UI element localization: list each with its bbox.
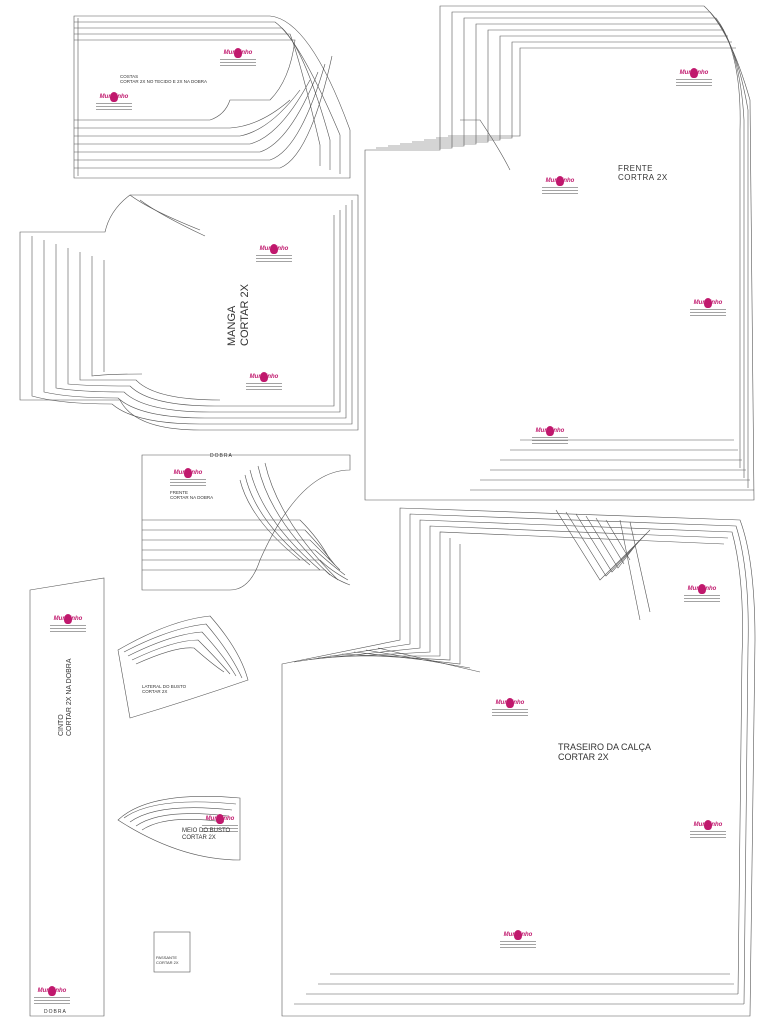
frente-top-label-line2: CORTAR NA DOBRA bbox=[170, 495, 214, 501]
costas-piece bbox=[73, 15, 351, 179]
brand-text: Mundinho bbox=[503, 932, 533, 938]
frente-pants-label-line2: CORTRA 2X bbox=[618, 173, 668, 183]
meio-label-line1: MEIO DO BUSTO bbox=[182, 828, 231, 834]
frente-top-dobra: DOBRA bbox=[210, 453, 233, 460]
lateral-label-line2: CORTAR 2X bbox=[142, 689, 168, 695]
brand-logo: Mundinho bbox=[688, 818, 728, 840]
brand-text: Mundinho bbox=[495, 700, 525, 706]
brand-text: Mundinho bbox=[37, 988, 67, 994]
brand-text: Mundinho bbox=[535, 428, 565, 434]
passante-label: PASSANTE CORTAR 2X bbox=[156, 955, 179, 965]
frente-pants-label-line1: FRENTE bbox=[618, 164, 653, 173]
cinto-dobra: DOBRA bbox=[44, 1009, 67, 1016]
brand-logo: Mundinho bbox=[200, 812, 240, 834]
brand-logo: Mundinho bbox=[244, 370, 284, 392]
traseiro-label-line1: TRASEIRO DA CALÇA bbox=[558, 742, 652, 752]
brand-text: Mundinho bbox=[545, 178, 575, 184]
manga-label: MANGA CORTAR 2X bbox=[226, 284, 251, 346]
brand-text: Mundinho bbox=[173, 470, 203, 476]
brand-logo: Mundinho bbox=[540, 174, 580, 196]
passante-piece bbox=[153, 931, 191, 973]
brand-logo: Mundinho bbox=[254, 242, 294, 264]
cinto-piece bbox=[29, 577, 105, 1017]
cinto-dobra-text: DOBRA bbox=[44, 1009, 67, 1015]
frente-top-label: FRENTE CORTAR NA DOBRA bbox=[170, 490, 213, 500]
brand-logo: Mundinho bbox=[490, 696, 530, 718]
brand-text: Mundinho bbox=[259, 246, 289, 252]
cinto-label-line2: CORTAR 2X NA DOBRA bbox=[66, 658, 74, 736]
manga-piece bbox=[19, 194, 359, 431]
cinto-label-line1: CINTO bbox=[58, 714, 65, 736]
lateral-piece bbox=[117, 615, 249, 719]
meio-label-line2: CORTAR 2X bbox=[182, 834, 216, 841]
frente-pants-piece bbox=[364, 5, 755, 501]
brand-text: Mundinho bbox=[223, 50, 253, 56]
brand-logo: Mundinho bbox=[48, 612, 88, 634]
brand-text: Mundinho bbox=[679, 70, 709, 76]
brand-text: Mundinho bbox=[687, 586, 717, 592]
brand-text: Mundinho bbox=[53, 616, 83, 622]
lateral-label-line1: LATERAL DO BUSTO bbox=[142, 684, 187, 689]
costas-label-line1: COSTAS bbox=[120, 74, 139, 79]
brand-logo: Mundinho bbox=[688, 296, 728, 318]
frente-top-dobra-text: DOBRA bbox=[210, 453, 233, 459]
manga-label-line2: CORTAR 2X bbox=[238, 284, 251, 346]
traseiro-piece bbox=[281, 507, 756, 1017]
meio-label: MEIO DO BUSTO CORTAR 2X bbox=[182, 828, 230, 842]
frente-pants-label: FRENTE CORTRA 2X bbox=[618, 164, 668, 182]
brand-logo: Mundinho bbox=[94, 90, 134, 112]
brand-text: Mundinho bbox=[99, 94, 129, 100]
traseiro-label: TRASEIRO DA CALÇA CORTAR 2X bbox=[558, 742, 651, 763]
brand-text: Mundinho bbox=[693, 300, 723, 306]
brand-logo: Mundinho bbox=[530, 424, 570, 446]
passante-label-line1: PASSANTE bbox=[156, 955, 178, 960]
lateral-label: LATERAL DO BUSTO CORTAR 2X bbox=[142, 684, 186, 694]
frente-top-label-line1: FRENTE bbox=[170, 490, 188, 495]
passante-label-line2: CORTAR 2X bbox=[156, 959, 179, 965]
brand-logo: Mundinho bbox=[32, 984, 72, 1006]
brand-text: Mundinho bbox=[205, 816, 235, 822]
brand-logo: Mundinho bbox=[498, 928, 538, 950]
costas-label: COSTAS CORTAR 2X NO TECIDO E 2X NA DOBRA bbox=[120, 74, 207, 84]
traseiro-label-line2: CORTAR 2X bbox=[558, 752, 609, 763]
costas-label-line2: CORTAR 2X NO TECIDO E 2X NA DOBRA bbox=[120, 79, 208, 85]
brand-text: Mundinho bbox=[693, 822, 723, 828]
brand-logo: Mundinho bbox=[682, 582, 722, 604]
brand-logo: Mundinho bbox=[168, 466, 208, 488]
brand-logo: Mundinho bbox=[218, 46, 258, 68]
frente-top-piece bbox=[141, 454, 351, 591]
meio-piece bbox=[117, 796, 241, 861]
brand-text: Mundinho bbox=[249, 374, 279, 380]
cinto-label: CINTO CORTAR 2X NA DOBRA bbox=[58, 658, 74, 736]
brand-logo: Mundinho bbox=[674, 66, 714, 88]
manga-label-line1: MANGA bbox=[226, 305, 238, 346]
